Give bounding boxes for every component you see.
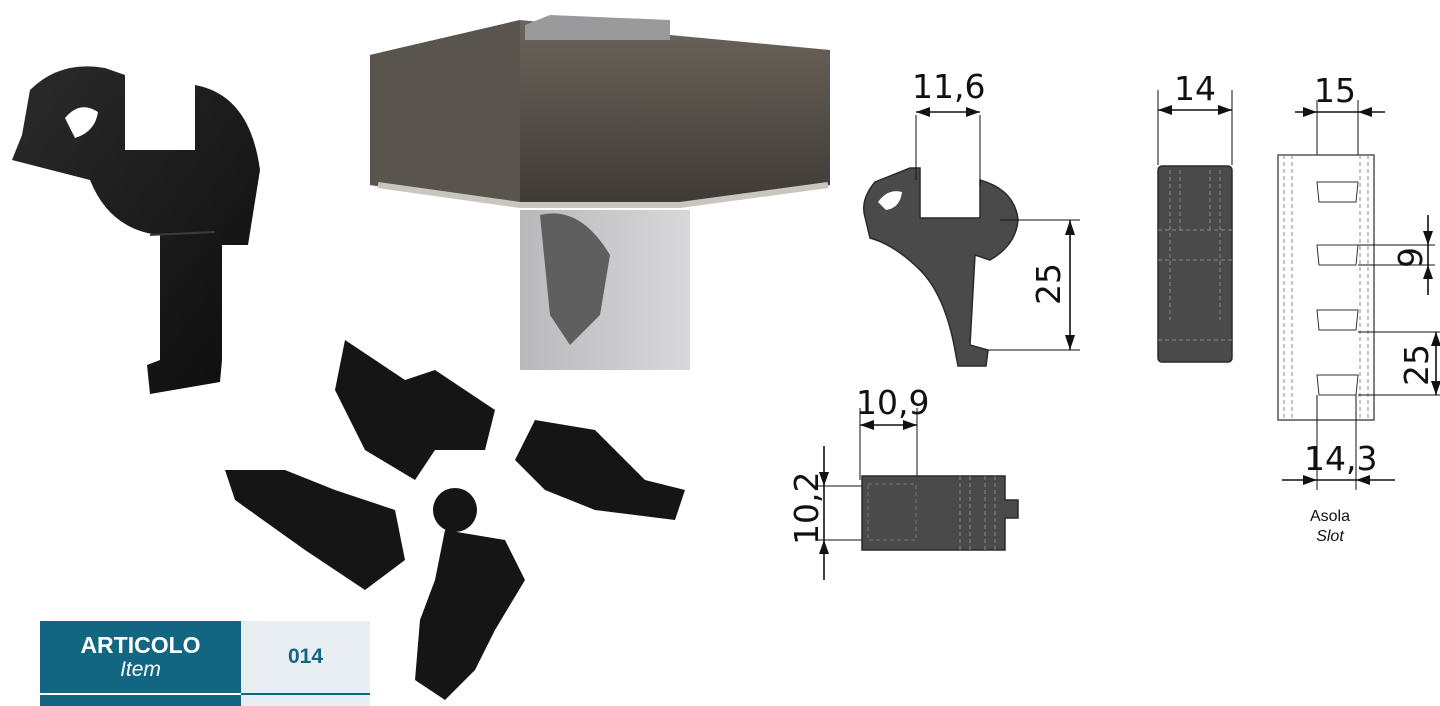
dim-clip-width: 11,6	[912, 67, 985, 106]
table-header-en: Item	[120, 658, 161, 681]
dim-rail-pitch: 25	[1397, 344, 1436, 386]
dim-rail-bottom-width: 14,3	[1304, 439, 1377, 478]
rail-slot	[1316, 244, 1359, 266]
rail-slot	[1316, 181, 1359, 203]
table-row2-value	[241, 695, 370, 706]
clip-front-drawing: 11,6 25	[863, 67, 1080, 367]
table-row2-header	[40, 695, 241, 706]
dim-clip-height: 25	[1029, 263, 1068, 305]
table-divider	[241, 693, 370, 695]
slot-label-en: Slot	[1316, 528, 1344, 545]
clip-front-silhouette	[863, 167, 1019, 367]
clip-render-image	[12, 66, 260, 394]
rail-slot	[1316, 309, 1359, 331]
table-header-it: ARTICOLO	[80, 632, 201, 658]
dim-rail-pitch-small: 9	[1391, 247, 1430, 268]
clip-side-drawing: 14	[1157, 70, 1233, 363]
dim-bottom-height: 10,2	[787, 472, 826, 545]
rail-drawing: 15 9 25 14,3	[1277, 71, 1440, 490]
dim-bottom-width: 10,9	[856, 383, 929, 422]
slot-label-it: Asola	[1309, 508, 1351, 525]
dim-clip-side-width: 14	[1174, 70, 1216, 108]
spec-table: ARTICOLO Item 014	[40, 621, 370, 706]
clip-set-render-image	[225, 340, 685, 700]
clip-bottom-drawing: 10,9 10,2	[787, 383, 1019, 580]
slot-label: Asola Slot	[1290, 507, 1370, 547]
table-header-cell: ARTICOLO Item	[40, 621, 241, 693]
cabinet-render-image	[370, 15, 830, 370]
clip-side-silhouette	[1157, 165, 1233, 363]
table-value-cell: 014	[241, 621, 370, 693]
dim-rail-top-width: 15	[1314, 71, 1356, 110]
clip-bottom-silhouette	[861, 475, 1019, 551]
